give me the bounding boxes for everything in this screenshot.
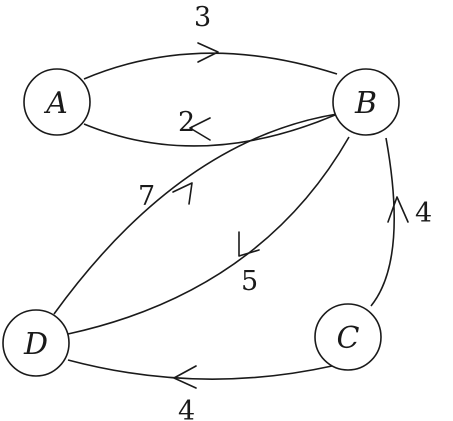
arrow-b-to-d	[238, 231, 260, 257]
arrow-b-to-a	[189, 117, 211, 141]
node-a-label: A	[43, 86, 68, 121]
edge-c-to-d	[67, 359, 333, 380]
arrow-c-to-b	[387, 196, 409, 223]
arrow-d-to-b	[172, 182, 193, 205]
node-d-circle	[2, 309, 70, 377]
edge-weight-c-to-d: 4	[178, 396, 195, 421]
edge-weight-c-to-b: 4	[415, 198, 432, 229]
node-b-label: B	[354, 86, 377, 121]
node-b-circle	[332, 68, 400, 136]
arrow-c-to-d	[173, 365, 197, 389]
edge-b-to-d	[67, 136, 350, 335]
edge-b-to-a	[83, 114, 336, 147]
node-b: B	[332, 68, 400, 136]
edge-weight-b-to-d: 5	[241, 266, 258, 297]
node-a-circle	[23, 68, 91, 136]
edge-weight-a-to-b: 3	[194, 2, 211, 33]
edge-c-to-b	[370, 137, 395, 307]
edge-weight-d-to-b: 7	[138, 181, 155, 212]
node-a: A	[23, 68, 91, 136]
node-d-label: D	[23, 327, 48, 362]
node-c: C	[314, 303, 382, 371]
arrow-a-to-b	[197, 42, 219, 63]
node-c-circle	[314, 303, 382, 371]
edge-a-to-b	[83, 52, 338, 80]
edge-weight-b-to-a: 2	[178, 107, 195, 138]
edge-d-to-b	[53, 113, 338, 315]
node-c-label: C	[337, 321, 360, 356]
node-d: D	[2, 309, 70, 377]
